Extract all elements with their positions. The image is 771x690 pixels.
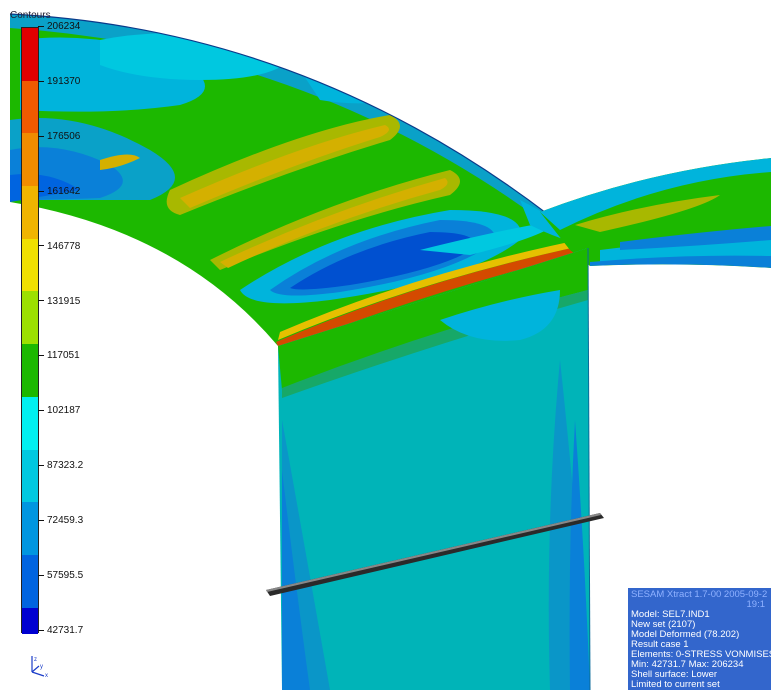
legend-color-band — [22, 554, 38, 609]
legend-color-band — [22, 28, 38, 82]
info-header: SESAM Xtract 1.7-00 2005-09-2 — [631, 589, 768, 600]
info-line-elements: Elements: 0-STRESS VONMISES — [631, 649, 771, 660]
legend-tick-label: 87323.2 — [38, 460, 83, 471]
legend-color-band — [22, 344, 38, 398]
legend-tick-label: 102187 — [38, 405, 80, 416]
legend-tick-label: 161642 — [38, 186, 80, 197]
info-line-limited: Limited to current set — [631, 679, 720, 690]
secondary-arch-surface — [540, 158, 771, 268]
triad-x-label: x — [45, 673, 48, 678]
legend-color-band — [22, 133, 38, 188]
legend-color-band — [22, 291, 38, 346]
legend-color-band — [22, 502, 38, 556]
axis-triad-icon: z x y — [31, 656, 48, 678]
column-surface — [278, 247, 591, 690]
info-header-time: 19:1 — [746, 599, 766, 610]
legend-color-band — [22, 238, 38, 293]
info-line-deformed: Model Deformed (78.202) — [631, 629, 740, 640]
legend-color-band — [22, 607, 38, 634]
legend-tick-label: 146778 — [38, 241, 80, 252]
legend-tick-label: 191370 — [38, 76, 80, 87]
result-info-panel: SESAM Xtract 1.7-00 2005-09-2 19:1 Model… — [628, 588, 771, 690]
legend-tick-label: 206234 — [38, 21, 80, 32]
legend-tick-label: 131915 — [38, 296, 80, 307]
triad-y-label: y — [40, 664, 43, 670]
legend-color-band — [22, 80, 38, 135]
info-line-model: Model: SEL7.IND1 — [631, 609, 710, 620]
legend-color-band — [22, 449, 38, 504]
legend-tick-label: 117051 — [38, 350, 80, 361]
info-line-set: New set (2107) — [631, 619, 696, 630]
main-arch-surface — [9, 13, 591, 346]
legend-color-band — [22, 396, 38, 451]
legend-title: Contours — [10, 10, 51, 21]
legend-color-band — [22, 186, 38, 240]
info-line-shell-surface: Shell surface: Lower — [631, 669, 718, 680]
legend-tick-label: 57595.5 — [38, 570, 83, 581]
info-line-result-case: Result case 1 — [631, 639, 689, 650]
info-line-min-max: Min: 42731.7 Max: 206234 — [631, 659, 744, 670]
triad-z-label: z — [34, 657, 37, 663]
legend-tick-label: 72459.3 — [38, 515, 83, 526]
legend-tick-label: 42731.7 — [38, 625, 83, 636]
rod-member — [266, 513, 604, 596]
legend-tick-label: 176506 — [38, 131, 80, 142]
color-legend-bar — [21, 27, 39, 634]
